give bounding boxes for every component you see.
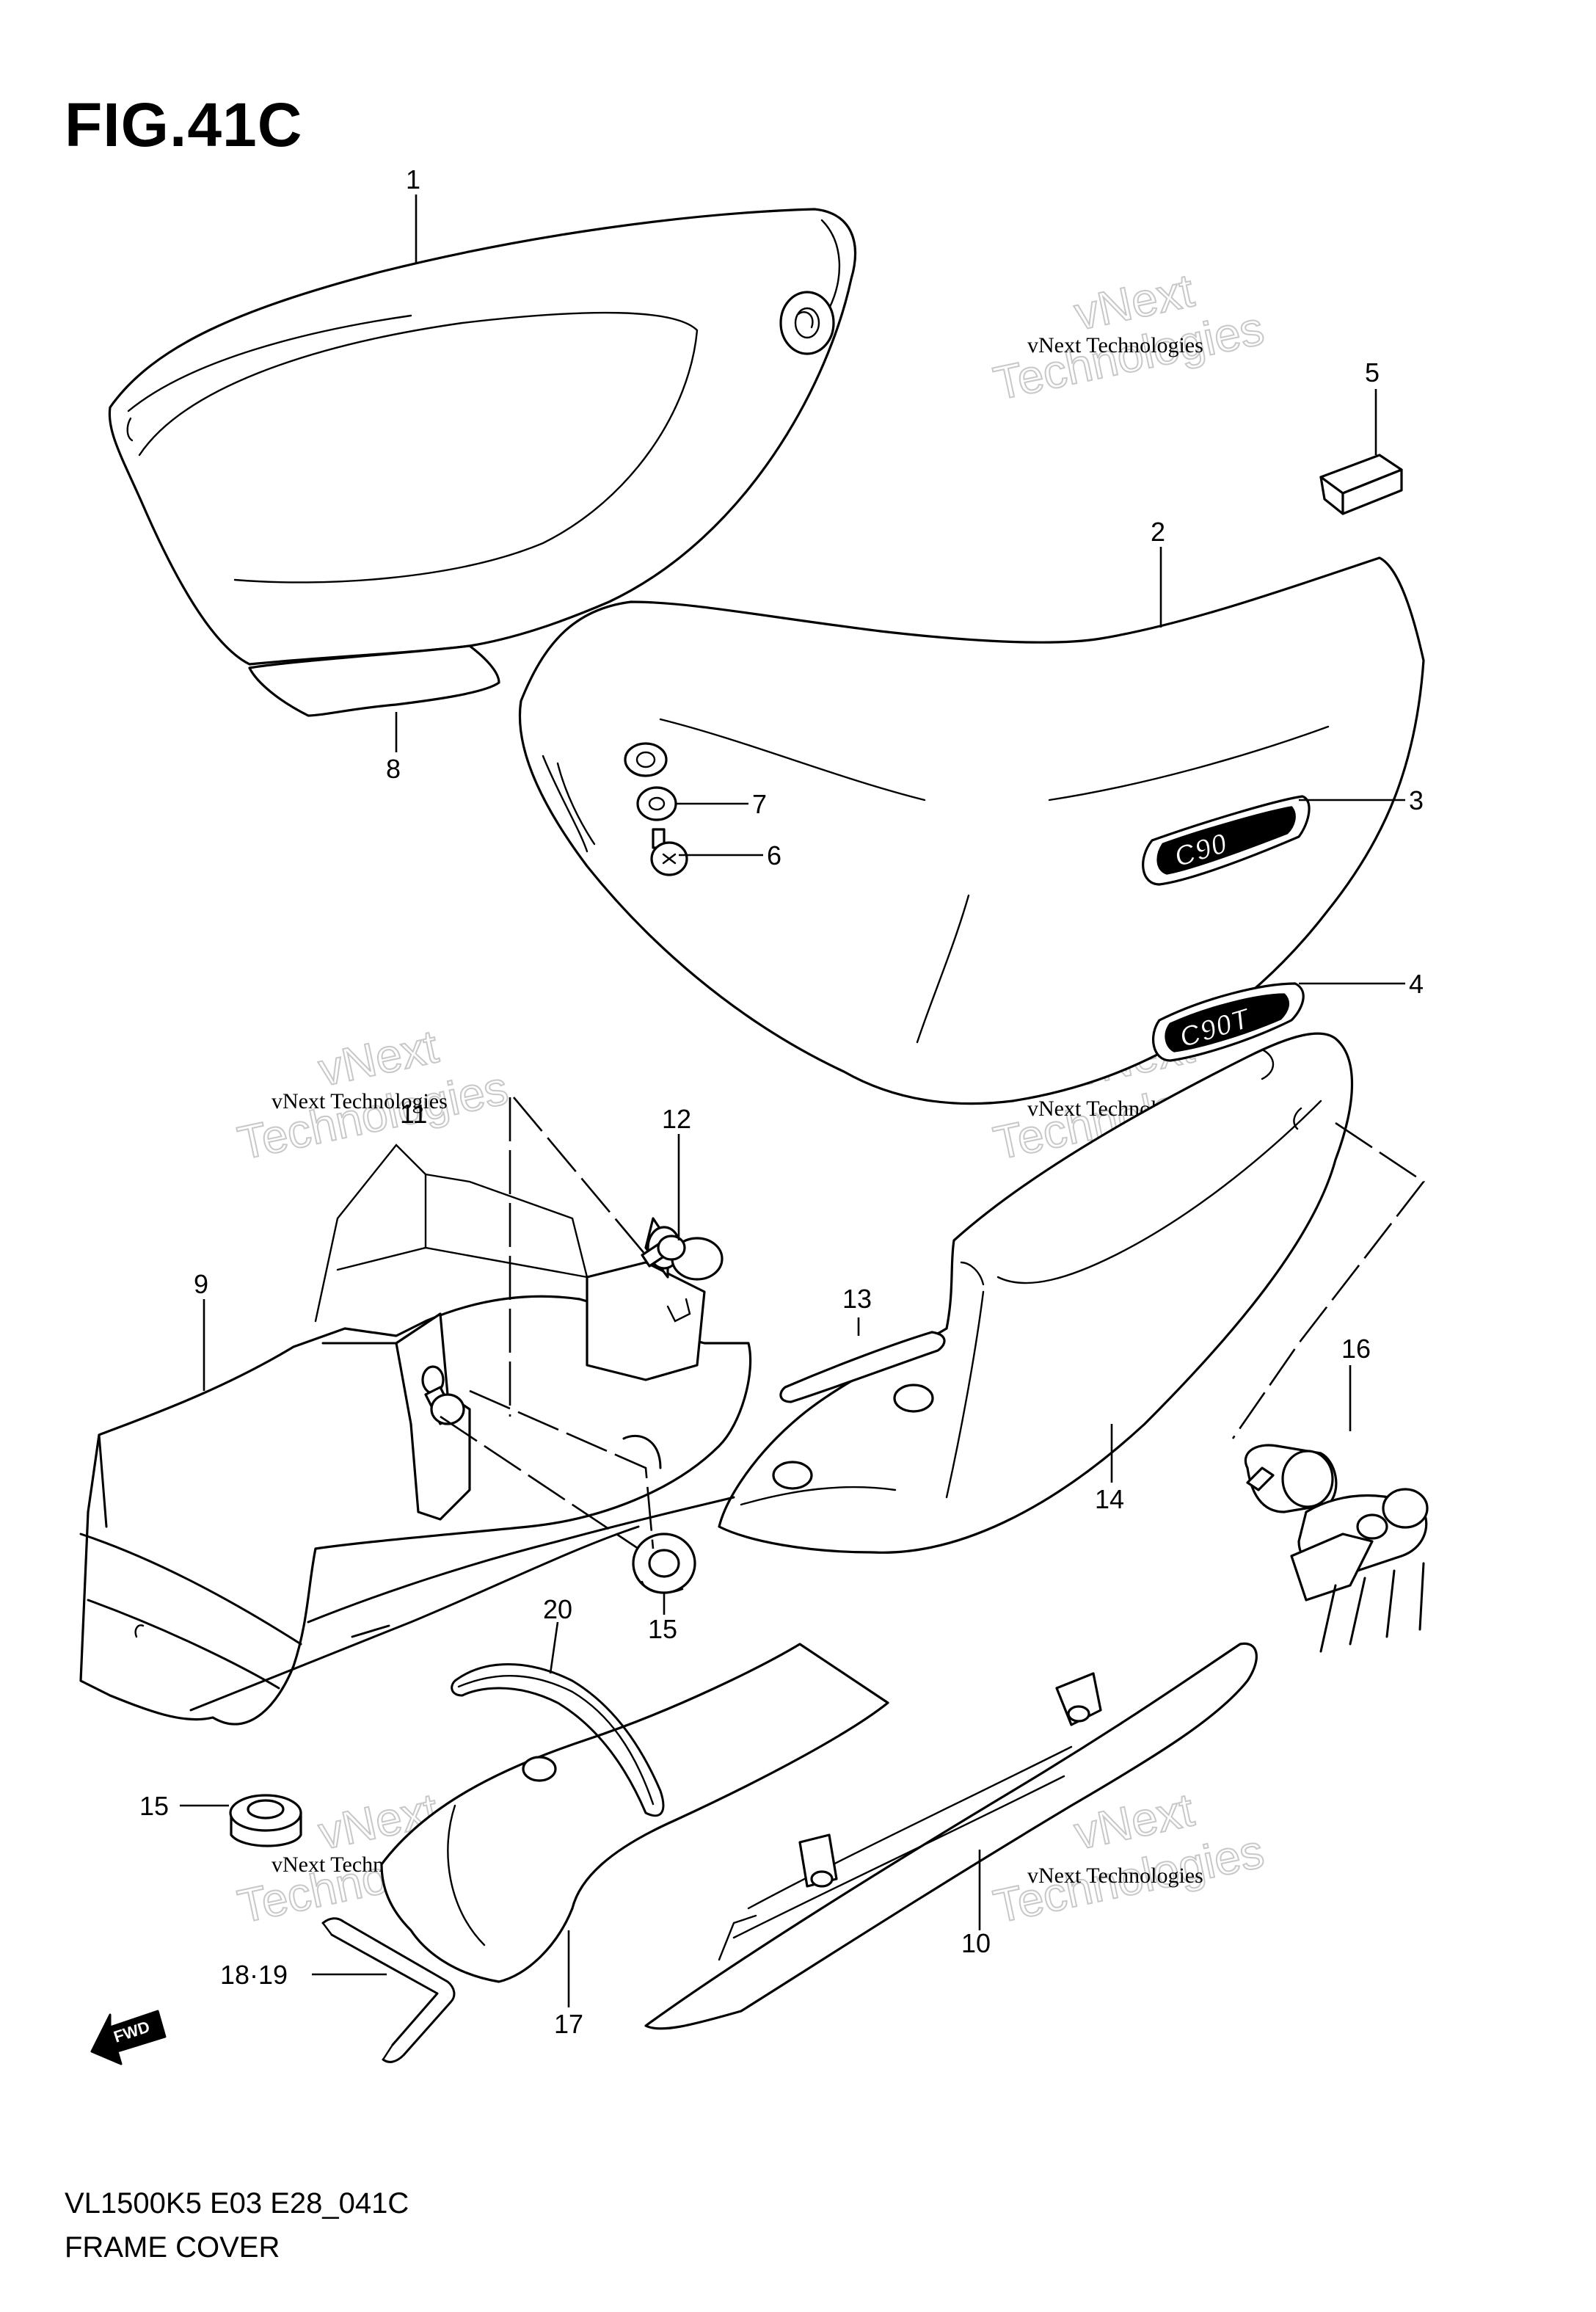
callout-3: 3 [1409,785,1424,815]
watermark-line-text: vNext Technologies [272,1089,448,1113]
part-13-strip [779,1331,946,1403]
callout-17: 17 [554,2009,583,2039]
callout-20: 20 [543,1594,572,1624]
part-15-grommet-upper [632,1533,696,1594]
part-10-lower-strip [644,1642,1258,2030]
fwd-arrow: FWD [90,2010,167,2065]
part-9-tray [79,1144,752,1726]
part-8-pad [248,644,500,717]
figure-code: VL1500K5 E03 E28_041C [65,2187,409,2220]
part-12-bolt [641,1235,686,1268]
part-2-frame-cover [518,556,1425,1105]
callout-5: 5 [1365,357,1380,388]
callout-labels: 1 2 3 4 5 6 7 8 9 10 11 12 13 14 15 15 1… [139,164,1424,2039]
watermark-line-text: vNext Technologies [1027,1864,1203,1888]
figure-name: FRAME COVER [65,2231,280,2264]
part-15-grommet-lower [229,1794,302,1847]
callout-15-lower: 15 [139,1791,169,1821]
callout-9: 9 [194,1269,208,1299]
part-14-lower-cover [718,1032,1354,1554]
watermark-2: Technologies vNext vNext Technologies [988,263,1269,410]
part-6-screw [650,828,688,876]
callout-4: 4 [1409,969,1424,999]
callout-7: 7 [752,789,767,819]
part-7-washer [636,786,677,821]
part-1-side-cover [108,208,857,717]
leader-lines [180,195,1425,2007]
watermark-line-text: vNext Technologies [1027,333,1203,357]
callout-6: 6 [767,840,781,870]
callout-1: 1 [406,164,420,195]
callout-16: 16 [1341,1334,1371,1364]
callout-12: 12 [662,1104,691,1134]
callout-11: 11 [400,1099,427,1129]
callout-15-upper: 15 [648,1614,677,1644]
callout-10: 10 [961,1928,991,1958]
callout-13: 13 [842,1284,872,1314]
part-16-key-lock [1244,1444,1429,1653]
callout-14: 14 [1095,1484,1124,1514]
figure-title: FIG.41C [65,90,303,159]
watermark-3: Technologies vNext vNext Technologies [233,1019,513,1170]
part-17-toolkit-cover [380,1643,889,1983]
part-18-19-hex-wrench [321,1917,456,2063]
callout-8: 8 [386,754,401,784]
callout-18-19: 18·19 [220,1960,288,1990]
part-20-strap [451,1663,665,1817]
part-5-cushion [1319,454,1403,515]
callout-2: 2 [1151,517,1165,547]
part-3-emblem: C90 [1142,795,1311,886]
